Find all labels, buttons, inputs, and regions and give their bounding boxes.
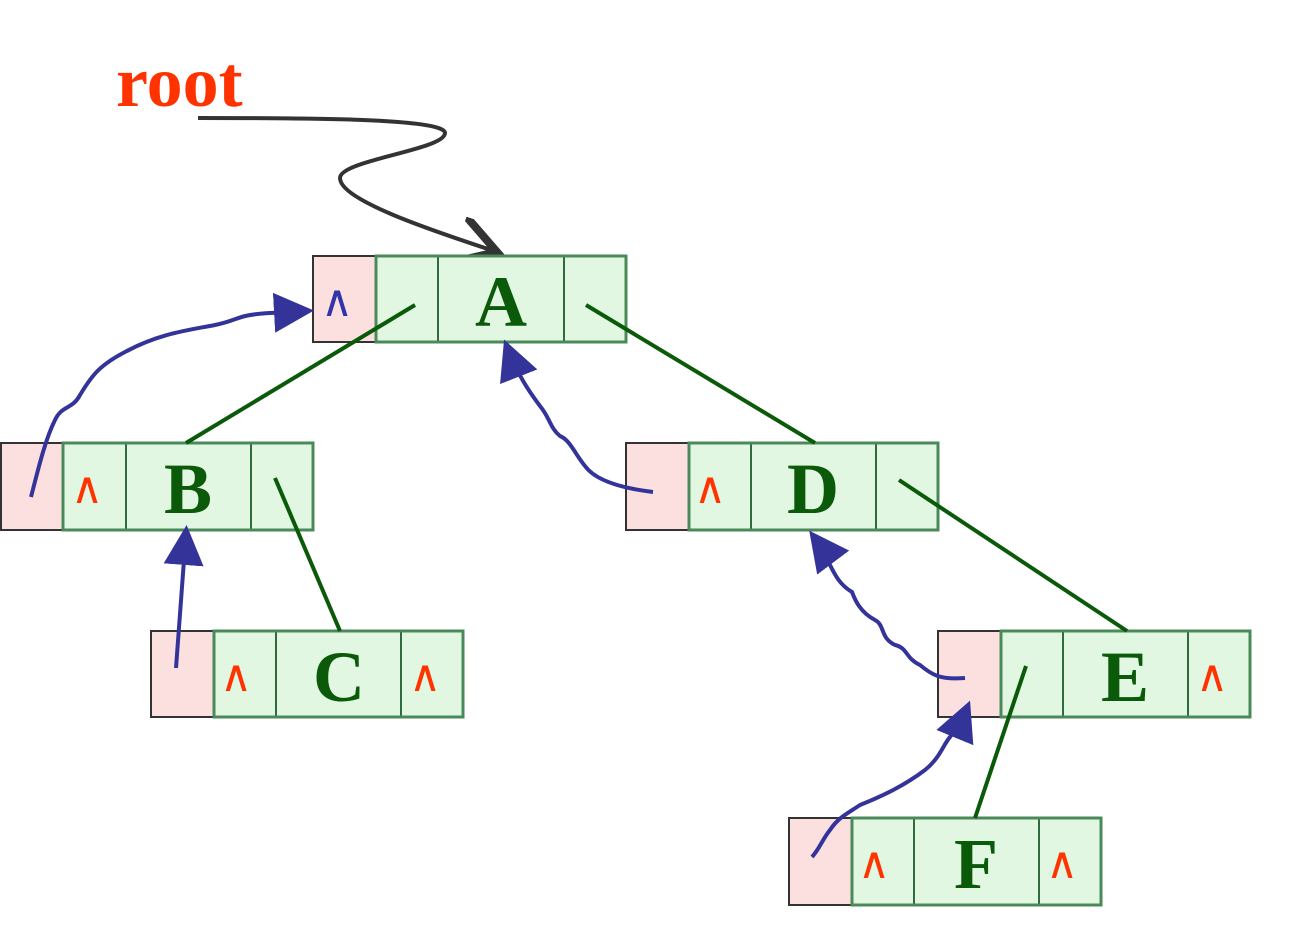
node-a-parent-nil: ∧ bbox=[321, 276, 353, 327]
node-e-parent-cell bbox=[937, 630, 1002, 718]
node-f-label: F bbox=[954, 824, 998, 904]
node-e-label: E bbox=[1101, 637, 1149, 717]
node-d-left-nil: ∧ bbox=[694, 463, 726, 514]
edge-e-f bbox=[973, 665, 1028, 819]
node-b-left-nil: ∧ bbox=[71, 463, 103, 514]
node-c: ∧ C ∧ bbox=[150, 629, 465, 719]
node-b-right-cell bbox=[250, 442, 314, 531]
node-e-left-cell bbox=[1000, 630, 1064, 718]
node-f-right-cell bbox=[1038, 817, 1102, 906]
node-e: E ∧ bbox=[937, 629, 1252, 719]
edge-d-e bbox=[897, 478, 1129, 633]
parent-link-f-e bbox=[810, 700, 974, 859]
node-a-label: A bbox=[475, 262, 527, 342]
node-a-left-cell bbox=[375, 255, 439, 343]
root-label: root bbox=[116, 42, 243, 122]
node-a-right-cell bbox=[563, 255, 627, 343]
node-c-left-cell bbox=[213, 630, 277, 718]
edge-a-d bbox=[584, 303, 817, 445]
parent-link-c-b bbox=[163, 525, 204, 669]
node-c-label: C bbox=[313, 637, 365, 717]
node-b-label: B bbox=[164, 449, 212, 529]
node-f-left-nil: ∧ bbox=[858, 838, 890, 889]
node-c-right-nil: ∧ bbox=[409, 651, 441, 702]
node-f-parent-cell bbox=[788, 817, 853, 906]
node-d-right-cell bbox=[875, 442, 939, 531]
node-c-data-cell bbox=[275, 630, 402, 718]
node-e-data-cell bbox=[1062, 630, 1189, 718]
edge-a-b bbox=[184, 303, 417, 445]
node-a-data-cell bbox=[437, 255, 565, 343]
parent-link-b-a bbox=[29, 292, 314, 498]
parent-link-e-d bbox=[809, 530, 966, 681]
edge-b-c bbox=[273, 477, 342, 632]
node-b: ∧ B bbox=[0, 441, 315, 532]
root-pointer bbox=[197, 116, 497, 252]
node-f-right-nil: ∧ bbox=[1046, 838, 1078, 889]
parent-link-d-a bbox=[500, 339, 654, 494]
node-e-right-nil: ∧ bbox=[1196, 651, 1228, 702]
node-c-left-nil: ∧ bbox=[220, 651, 252, 702]
node-c-parent-cell bbox=[150, 630, 215, 718]
node-a: ∧ A bbox=[312, 254, 628, 344]
node-d-parent-cell bbox=[625, 442, 690, 531]
node-d: ∧ D bbox=[625, 441, 940, 532]
node-f: ∧ F ∧ bbox=[788, 816, 1103, 907]
node-d-label: D bbox=[787, 449, 839, 529]
node-f-left-cell bbox=[851, 817, 915, 906]
